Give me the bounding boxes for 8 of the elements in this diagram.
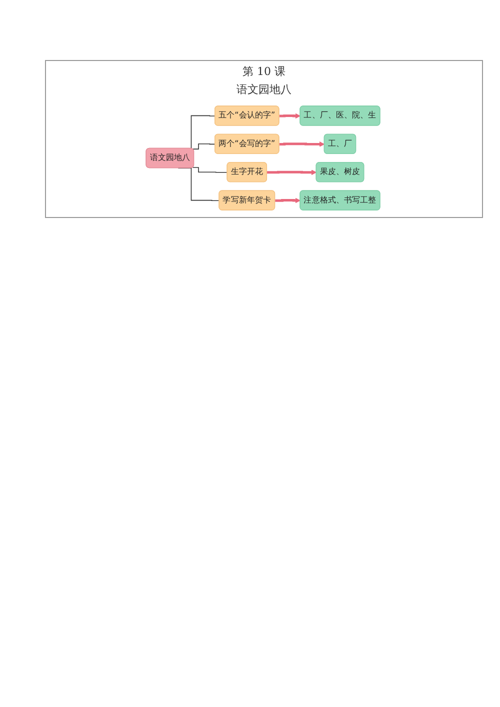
connector xyxy=(192,167,228,173)
subtitle: 语文园地八 xyxy=(236,83,292,97)
arrow xyxy=(275,198,301,204)
lesson-title: 第 10 课 xyxy=(242,65,286,79)
arrow xyxy=(279,113,301,119)
arrow xyxy=(279,141,325,147)
arrow xyxy=(267,170,317,176)
connector xyxy=(192,144,216,150)
